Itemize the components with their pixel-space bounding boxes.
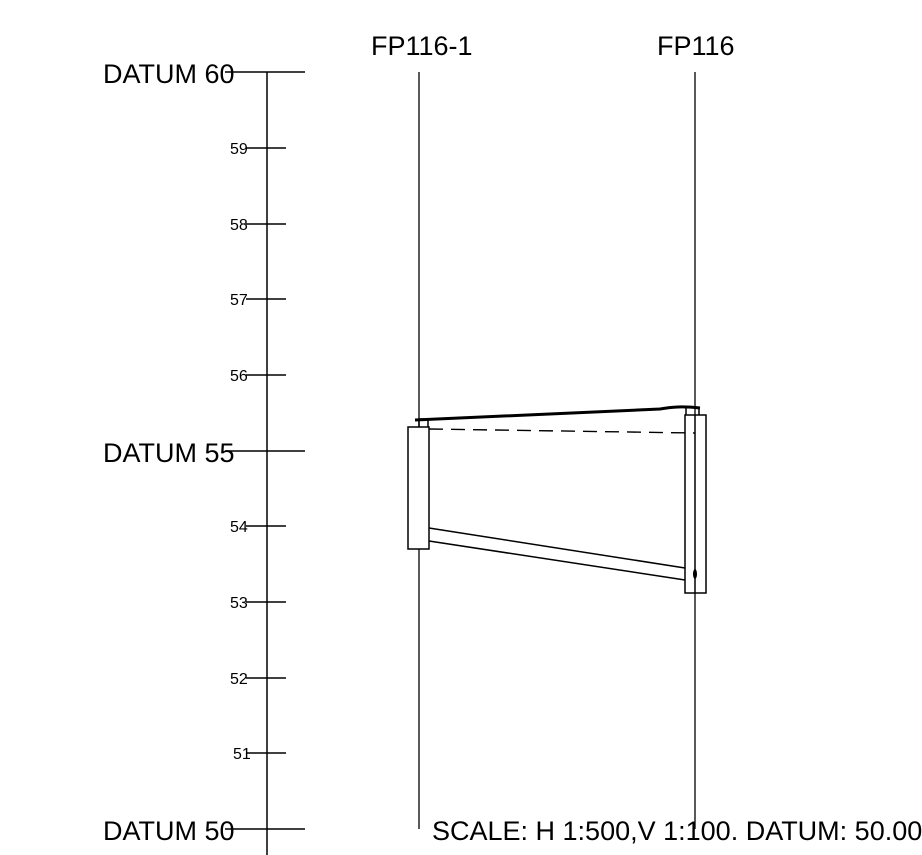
datum-55-label: DATUM 55 <box>103 438 235 468</box>
chamber-fp116-1-body <box>407 426 430 550</box>
chamber-fp116 <box>684 407 707 594</box>
pipe-outlet-mark <box>693 569 697 579</box>
level-56-label: 56 <box>230 368 248 385</box>
level-53-label: 53 <box>230 595 248 612</box>
ground-level-line <box>414 405 701 422</box>
level-59-label: 59 <box>230 141 248 158</box>
datum-60-label: DATUM 60 <box>103 59 235 89</box>
node-label-fp116-1: FP116-1 <box>371 31 473 61</box>
cover-level-dashed-line <box>428 428 696 434</box>
level-58-label: 58 <box>230 217 248 234</box>
level-52-label: 52 <box>230 671 248 688</box>
level-axis: DATUM 60 DATUM 55 DATUM 50 59 58 57 56 5… <box>103 59 305 855</box>
level-57-label: 57 <box>230 292 248 309</box>
scale-note: SCALE: H 1:500,V 1:100. DATUM: 50.000 <box>432 816 922 846</box>
level-54-label: 54 <box>230 519 248 536</box>
pipe-bottom-line <box>428 540 686 581</box>
node-label-fp116: FP116 <box>657 31 735 61</box>
level-51-label: 51 <box>233 746 251 763</box>
pipe-top-line <box>428 527 686 569</box>
chamber-fp116-1 <box>407 418 430 550</box>
datum-50-label: DATUM 50 <box>103 816 235 846</box>
